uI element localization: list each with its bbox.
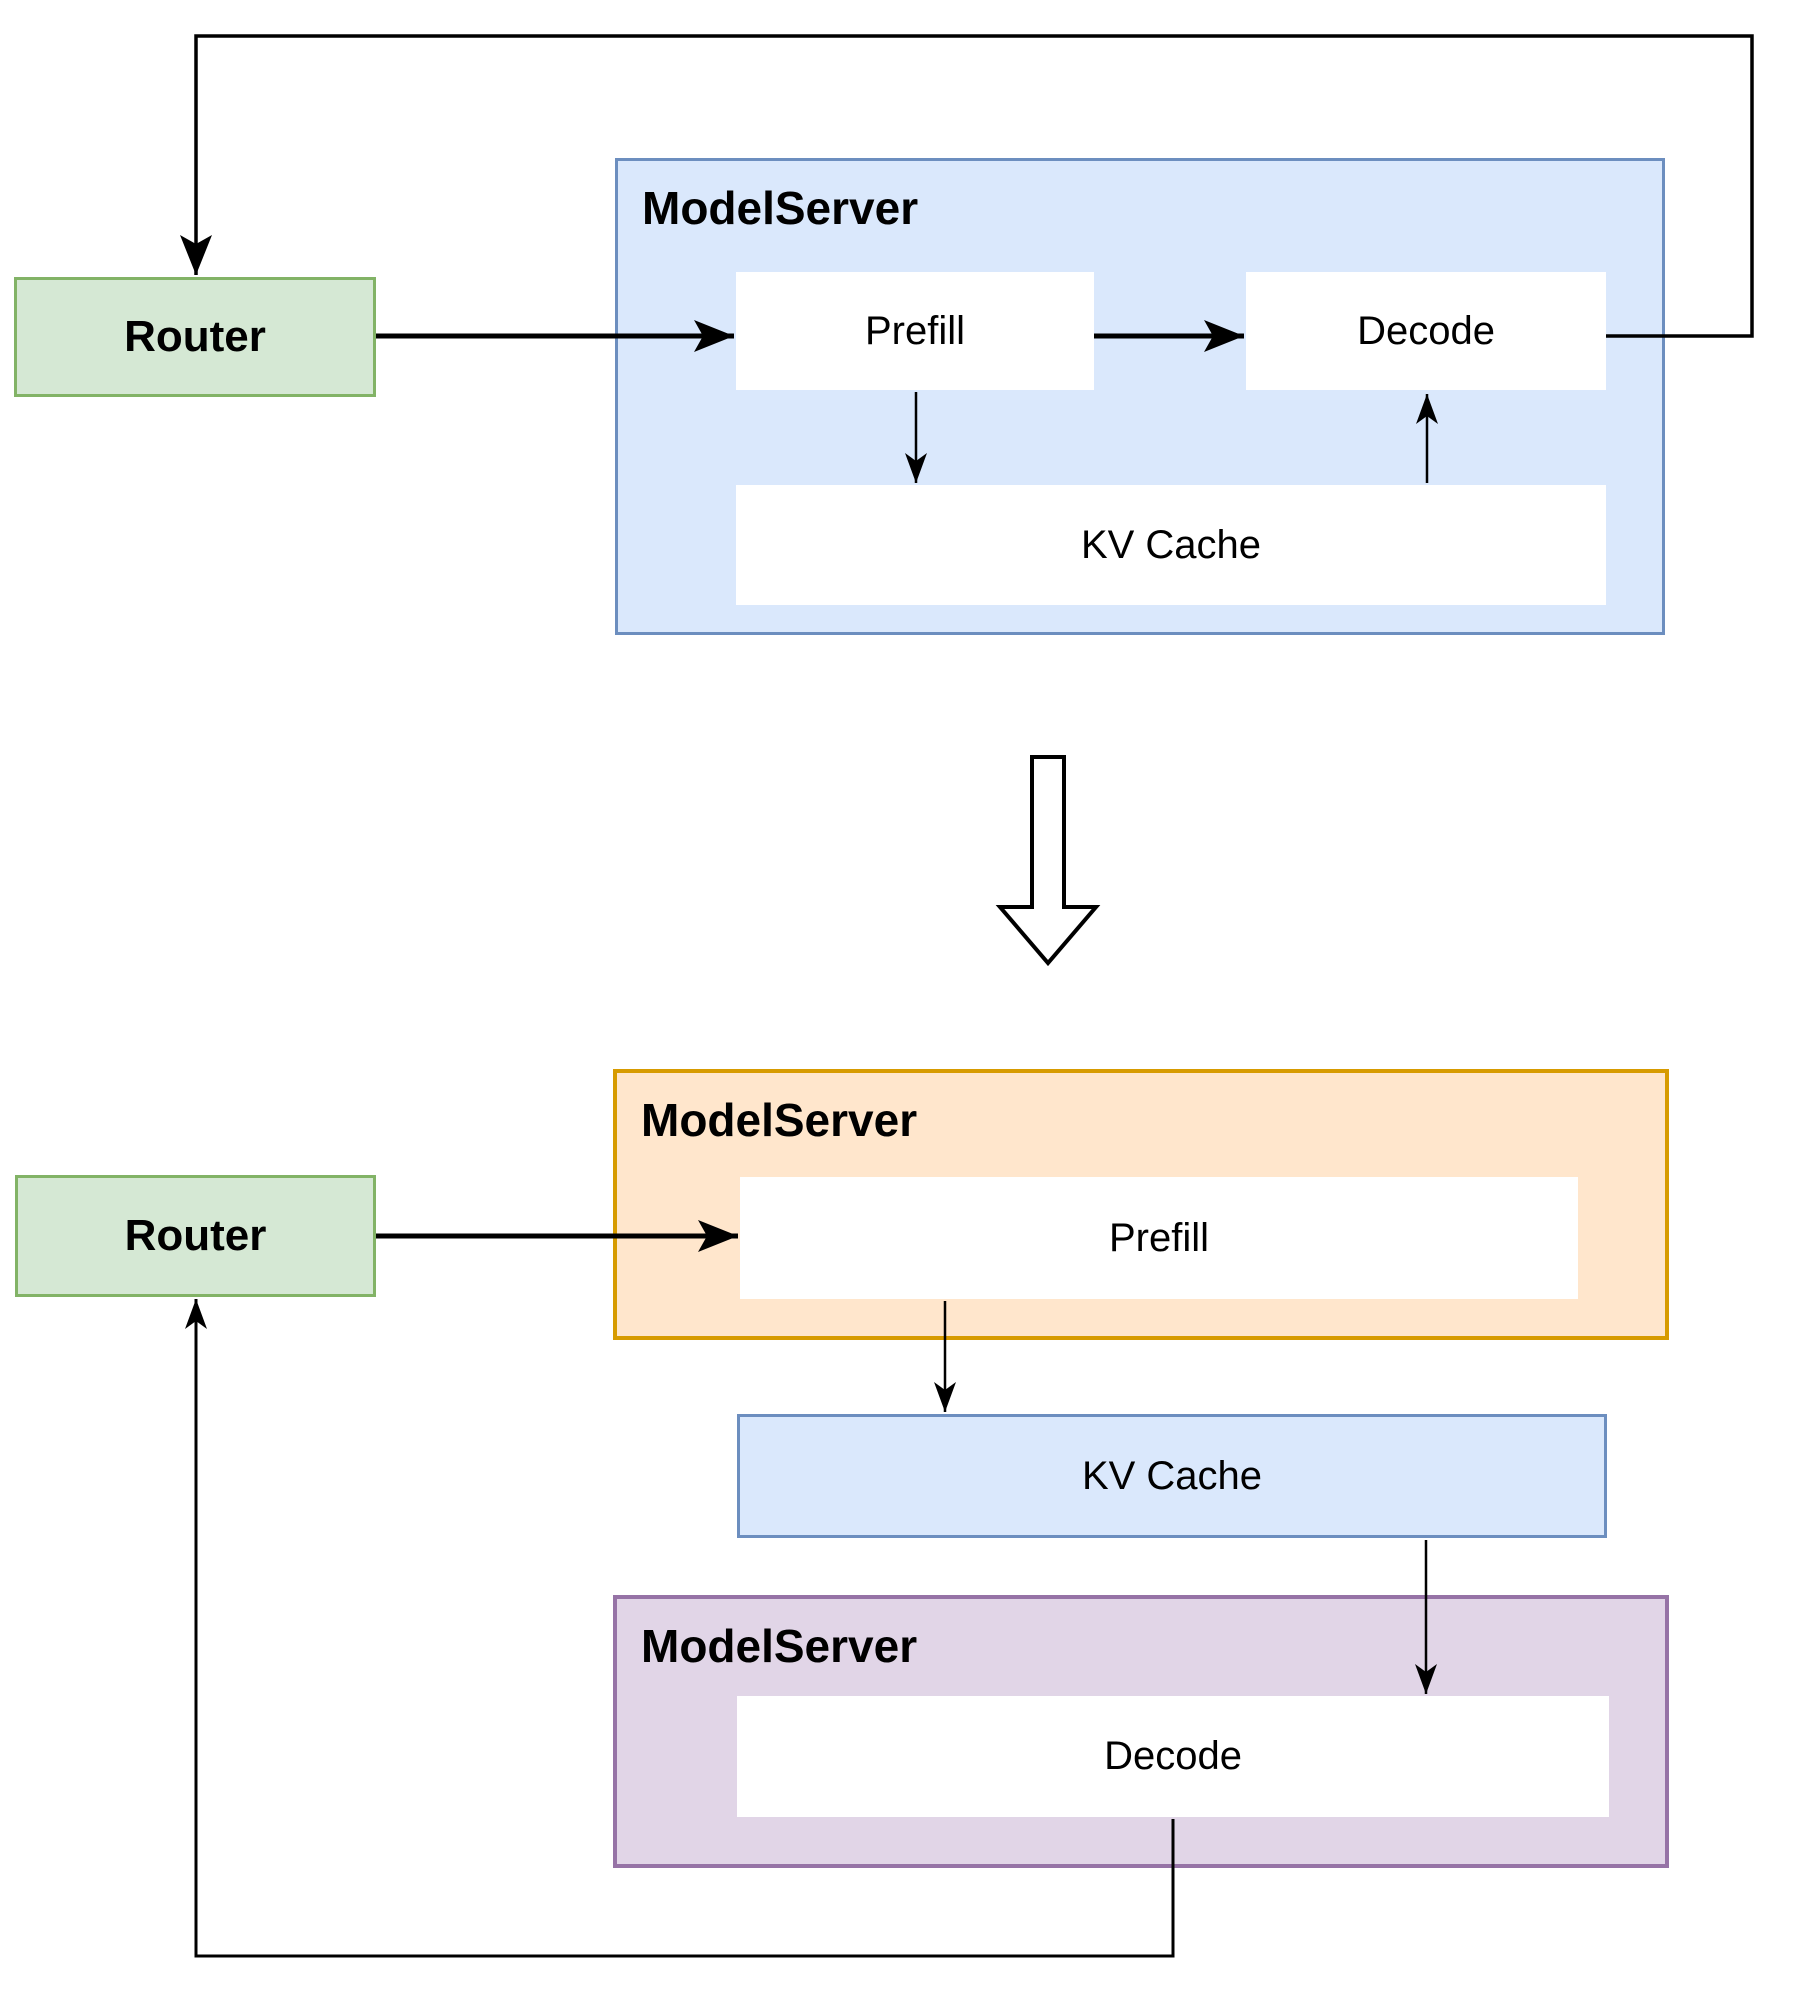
- bottom-decode-box: Decode: [737, 1696, 1609, 1817]
- bottom-kv-cache-label: KV Cache: [1081, 1453, 1263, 1498]
- top-decode-box: Decode: [1246, 272, 1606, 390]
- top-decode-label: Decode: [1357, 308, 1495, 353]
- bottom-prefill-modelserver-label: ModelServer: [641, 1094, 918, 1146]
- bottom-prefill-label: Prefill: [1108, 1215, 1210, 1260]
- bottom-decode-label: Decode: [1104, 1734, 1242, 1778]
- bottom-kv-cache-box: KV Cache: [737, 1414, 1607, 1538]
- top-prefill-box: Prefill: [736, 272, 1094, 390]
- bottom-router-label: Router: [124, 1211, 267, 1260]
- top-router-label: Router: [124, 312, 266, 361]
- bottom-router-box: Router: [15, 1175, 376, 1297]
- top-modelserver-label: ModelServer: [642, 182, 919, 234]
- transition-down-arrow: [995, 755, 1101, 967]
- top-kv-cache-label: KV Cache: [1080, 522, 1262, 567]
- top-router-box: Router: [14, 277, 376, 397]
- bottom-prefill-box: Prefill: [740, 1177, 1578, 1299]
- top-prefill-label: Prefill: [864, 308, 966, 353]
- bottom-decode-modelserver-label: ModelServer: [641, 1620, 918, 1672]
- top-kv-cache-box: KV Cache: [736, 485, 1606, 605]
